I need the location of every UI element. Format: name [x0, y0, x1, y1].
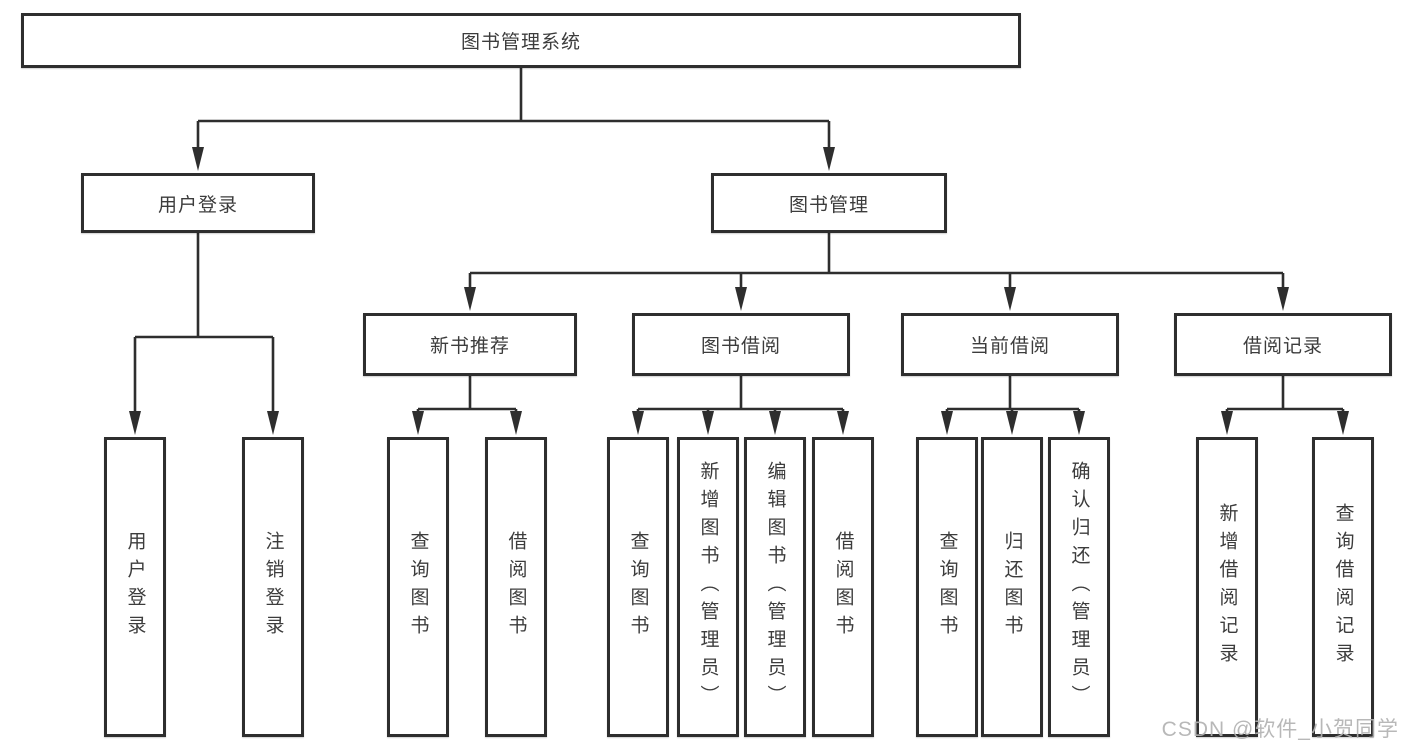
- node-borrow-records: 借阅记录: [1174, 313, 1392, 376]
- arrowhead: [1004, 287, 1016, 311]
- arrowhead: [1006, 411, 1018, 435]
- node-leaf-add-record: 新增借阅记录: [1196, 437, 1258, 737]
- node-leaf-query-book-1: 查询图书: [387, 437, 449, 737]
- arrowhead: [941, 411, 953, 435]
- node-leaf-query-record: 查询借阅记录: [1312, 437, 1374, 737]
- connector-borrowrecords-to-leaves: [1225, 376, 1345, 413]
- node-new-book-rec: 新书推荐: [363, 313, 577, 376]
- connector-newbookrec-to-leaves: [416, 376, 518, 413]
- arrowhead: [412, 411, 424, 435]
- arrowhead: [1073, 411, 1085, 435]
- node-leaf-logout: 注销登录: [242, 437, 304, 737]
- arrowhead: [464, 287, 476, 311]
- connector-bookmgmt-to-level3: [468, 233, 1285, 289]
- arrowhead: [702, 411, 714, 435]
- arrowhead: [1221, 411, 1233, 435]
- arrowhead: [1277, 287, 1289, 311]
- arrowhead: [735, 287, 747, 311]
- node-book-mgmt: 图书管理: [711, 173, 947, 233]
- connector-userlogin-to-leaves: [133, 233, 275, 413]
- arrowhead: [267, 411, 279, 435]
- connector-currentborrow-to-leaves: [945, 376, 1081, 413]
- node-leaf-add-book: 新增图书（管理员）: [677, 437, 739, 737]
- node-leaf-confirm-return: 确认归还（管理员）: [1048, 437, 1110, 737]
- node-leaf-borrow-book-1: 借阅图书: [485, 437, 547, 737]
- node-current-borrow: 当前借阅: [901, 313, 1119, 376]
- node-root: 图书管理系统: [21, 13, 1021, 68]
- csdn-watermark: CSDN @软件_小贺同学: [1161, 718, 1399, 741]
- arrowhead: [129, 411, 141, 435]
- connector-bookborrow-to-leaves: [636, 376, 845, 413]
- node-leaf-borrow-book-2: 借阅图书: [812, 437, 874, 737]
- arrowhead: [632, 411, 644, 435]
- connector-root-to-level2: [196, 68, 831, 150]
- node-leaf-user-login: 用户登录: [104, 437, 166, 737]
- arrowhead: [837, 411, 849, 435]
- node-leaf-edit-book: 编辑图书（管理员）: [744, 437, 806, 737]
- node-user-login: 用户登录: [81, 173, 315, 233]
- node-leaf-return-book: 归还图书: [981, 437, 1043, 737]
- arrowhead: [823, 147, 835, 171]
- node-leaf-query-book-3: 查询图书: [916, 437, 978, 737]
- arrowhead: [510, 411, 522, 435]
- arrowhead: [1337, 411, 1349, 435]
- arrowhead: [769, 411, 781, 435]
- node-book-borrow: 图书借阅: [632, 313, 850, 376]
- node-leaf-query-book-2: 查询图书: [607, 437, 669, 737]
- arrowhead: [192, 147, 204, 171]
